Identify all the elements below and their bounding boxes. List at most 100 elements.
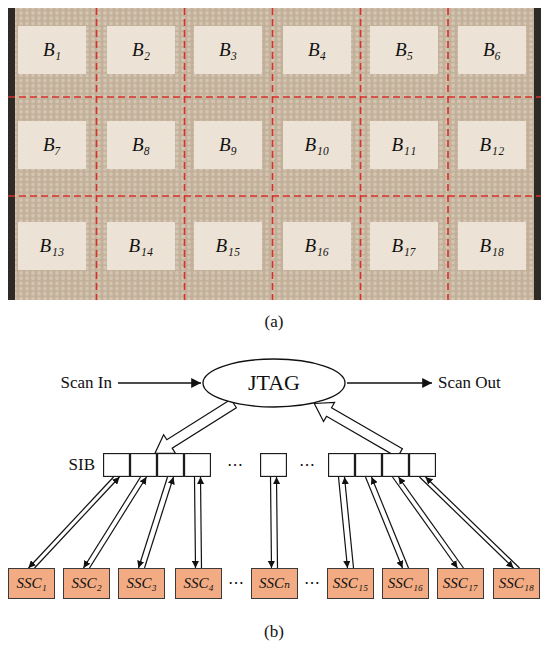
sib-cell	[356, 454, 382, 477]
block-name: SSC₂	[71, 575, 101, 592]
block-name: B₃	[219, 40, 237, 61]
sib-cell	[383, 454, 409, 477]
ssc-block: SSC₂	[63, 568, 110, 599]
grid-line	[447, 8, 449, 300]
ssc-block: SSC₄	[175, 568, 222, 599]
block-arrow	[314, 402, 402, 457]
scan-link	[393, 477, 458, 568]
scan-link	[399, 477, 464, 568]
jtag-controller: JTAG	[202, 358, 346, 408]
circuit-block: B₁₀	[283, 121, 351, 169]
scan-link	[271, 477, 272, 568]
block-name: SSC₁₇	[443, 575, 478, 592]
scan-link	[426, 477, 520, 568]
sib-cell	[329, 454, 355, 477]
ssc-block: SSC₁₈	[493, 568, 540, 599]
block-name: B₁₈	[480, 236, 505, 257]
ssc-block: SSC₁₇	[437, 568, 484, 599]
grid-line	[8, 96, 541, 98]
circuit-block: B₁	[18, 26, 86, 74]
sib-cell	[261, 454, 287, 477]
sib-cell	[131, 454, 157, 477]
circuit-block: B₄	[283, 26, 351, 74]
circuit-block: B₂	[107, 26, 175, 74]
circuit-block: B₁₇	[370, 222, 438, 270]
block-name: B₂	[132, 40, 150, 61]
block-name: B₁₂	[480, 135, 505, 156]
scan-link	[195, 477, 196, 568]
block-name: SSC₁	[16, 575, 46, 592]
block-name: B₁₁	[392, 135, 417, 156]
scan-link	[139, 477, 168, 568]
ssc-block: SSC₁	[8, 568, 55, 599]
sib-cell	[104, 454, 130, 477]
scan-out-arrow	[347, 382, 432, 383]
block-name: B₁₇	[392, 236, 417, 257]
sib-cell	[185, 454, 211, 477]
scan-link	[90, 477, 147, 568]
grid-line	[360, 8, 362, 300]
sib-cells	[103, 453, 437, 477]
register-name: SIB	[69, 456, 95, 475]
scan-link	[84, 477, 141, 568]
block-name: JTAG	[248, 371, 300, 395]
sib-cell	[410, 454, 436, 477]
signal-name: Scan Out	[438, 374, 501, 393]
photo-edge	[8, 8, 15, 300]
panel-label: (a)	[265, 313, 284, 332]
block-name: B₉	[219, 135, 237, 156]
block-name: B₁₄	[129, 236, 154, 257]
block-arrow	[155, 399, 236, 453]
scan-link	[345, 477, 354, 568]
circuit-block: B₁₈	[458, 222, 526, 270]
block-name: SSC₃	[126, 575, 156, 592]
scan-link	[29, 477, 114, 568]
block-name: B₆	[483, 40, 501, 61]
block-name: B₄	[308, 40, 326, 61]
ellipsis: ⋯	[227, 456, 243, 474]
block-name: SSC₁₅	[333, 575, 368, 592]
circuit-block: B₈	[107, 121, 175, 169]
circuit-block: B₅	[370, 26, 438, 74]
circuit-block: B₁₅	[194, 222, 262, 270]
block-name: SSC₄	[183, 575, 213, 592]
ssc-block: SSC₁₅	[327, 568, 374, 599]
ellipsis: ⋯	[299, 456, 315, 474]
circuit-block: B₁₆	[283, 222, 351, 270]
panel-label: (b)	[264, 623, 284, 642]
photo-edge	[534, 8, 541, 300]
block-name: SSC₁₆	[388, 575, 423, 592]
circuit-block: B₁₃	[18, 222, 86, 270]
block-name: B₁₅	[216, 236, 241, 257]
circuit-block: B₇	[18, 121, 86, 169]
ellipsis: ⋯	[304, 574, 320, 592]
sib-cell	[158, 454, 184, 477]
scan-link	[35, 477, 120, 568]
ellipse-outline	[203, 359, 345, 407]
block-name: B₇	[43, 135, 61, 156]
block-name: B₅	[395, 40, 413, 61]
grid-line	[8, 195, 541, 197]
circuit-block: B₁₄	[107, 222, 175, 270]
circuit-block: B₆	[458, 26, 526, 74]
block-name: B₁	[43, 40, 61, 61]
grid-lines	[8, 8, 541, 300]
block-name: B₁₀	[305, 135, 330, 156]
scan-link	[366, 477, 403, 568]
circuit-block: B₁₂	[458, 121, 526, 169]
grid-line	[272, 8, 274, 300]
grid-line	[96, 8, 98, 300]
sib-register: SIB	[103, 453, 437, 477]
chip-photo	[8, 8, 541, 300]
scan-link	[145, 477, 174, 568]
ssc-block: SSCₙ	[251, 568, 298, 599]
ssc-block: SSC₃	[118, 568, 165, 599]
ssc-block: SSC₁₆	[382, 568, 429, 599]
signal-name: Scan In	[61, 374, 112, 393]
ellipsis: ⋯	[228, 574, 244, 592]
scan-link	[420, 477, 514, 568]
scan-link	[277, 477, 278, 568]
circuit-block: B₁₁	[370, 121, 438, 169]
grid-line	[184, 8, 186, 300]
block-name: B₁₆	[305, 236, 330, 257]
